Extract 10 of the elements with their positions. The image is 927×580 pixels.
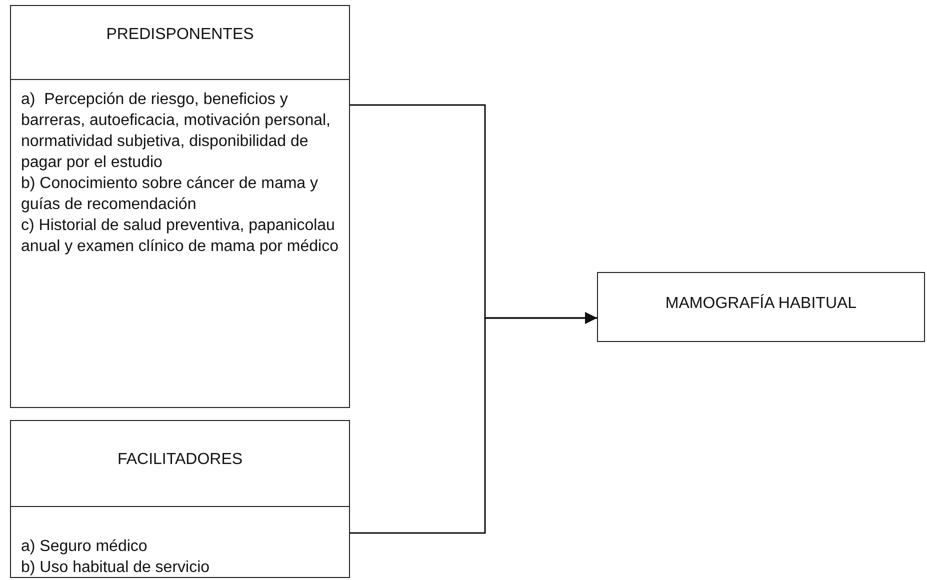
outcome-box	[597, 272, 925, 342]
connector-arrow	[350, 312, 597, 534]
factor-text: c) Historial de salud preventiva, papanicolau anual y examen clínico de mama por médico	[21, 216, 340, 257]
factor-text: b) Uso habitual de servicio	[21, 558, 211, 578]
factor-text: a) Seguro médico	[21, 537, 148, 557]
box-heading: FACILITADORES	[116, 451, 244, 469]
box-heading: PREDISPONENTES	[105, 26, 255, 44]
factor-box	[10, 5, 350, 408]
factor-box	[10, 420, 350, 578]
box-heading: MAMOGRAFÍA HABITUAL	[664, 295, 858, 313]
